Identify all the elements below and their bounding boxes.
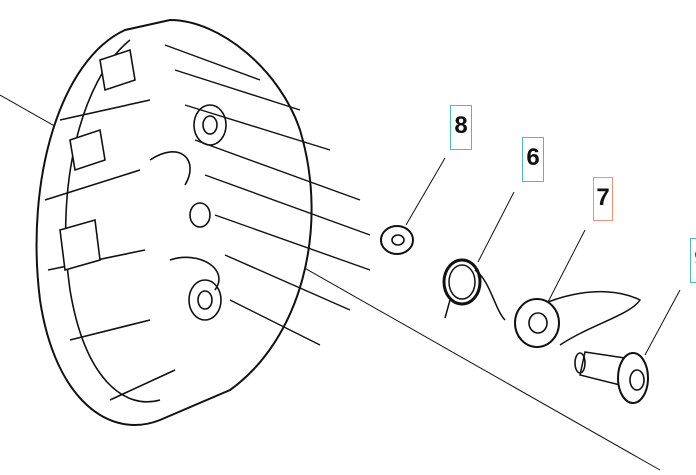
callout-part-7[interactable]: 7 (593, 177, 613, 221)
pawl-part-7 (514, 229, 642, 348)
callout-part-8[interactable]: 8 (450, 105, 472, 150)
screw-part-9 (574, 289, 681, 404)
spring-part-6 (442, 191, 515, 321)
callout-part-6[interactable]: 6 (522, 137, 544, 182)
flywheel-hub (189, 202, 211, 228)
callout-part-9[interactable]: 9 (690, 238, 696, 283)
magnet-boss-lower (188, 279, 222, 321)
flywheel (35, 18, 371, 426)
magnet-boss-upper (193, 104, 227, 146)
washer-part-8 (380, 157, 446, 255)
